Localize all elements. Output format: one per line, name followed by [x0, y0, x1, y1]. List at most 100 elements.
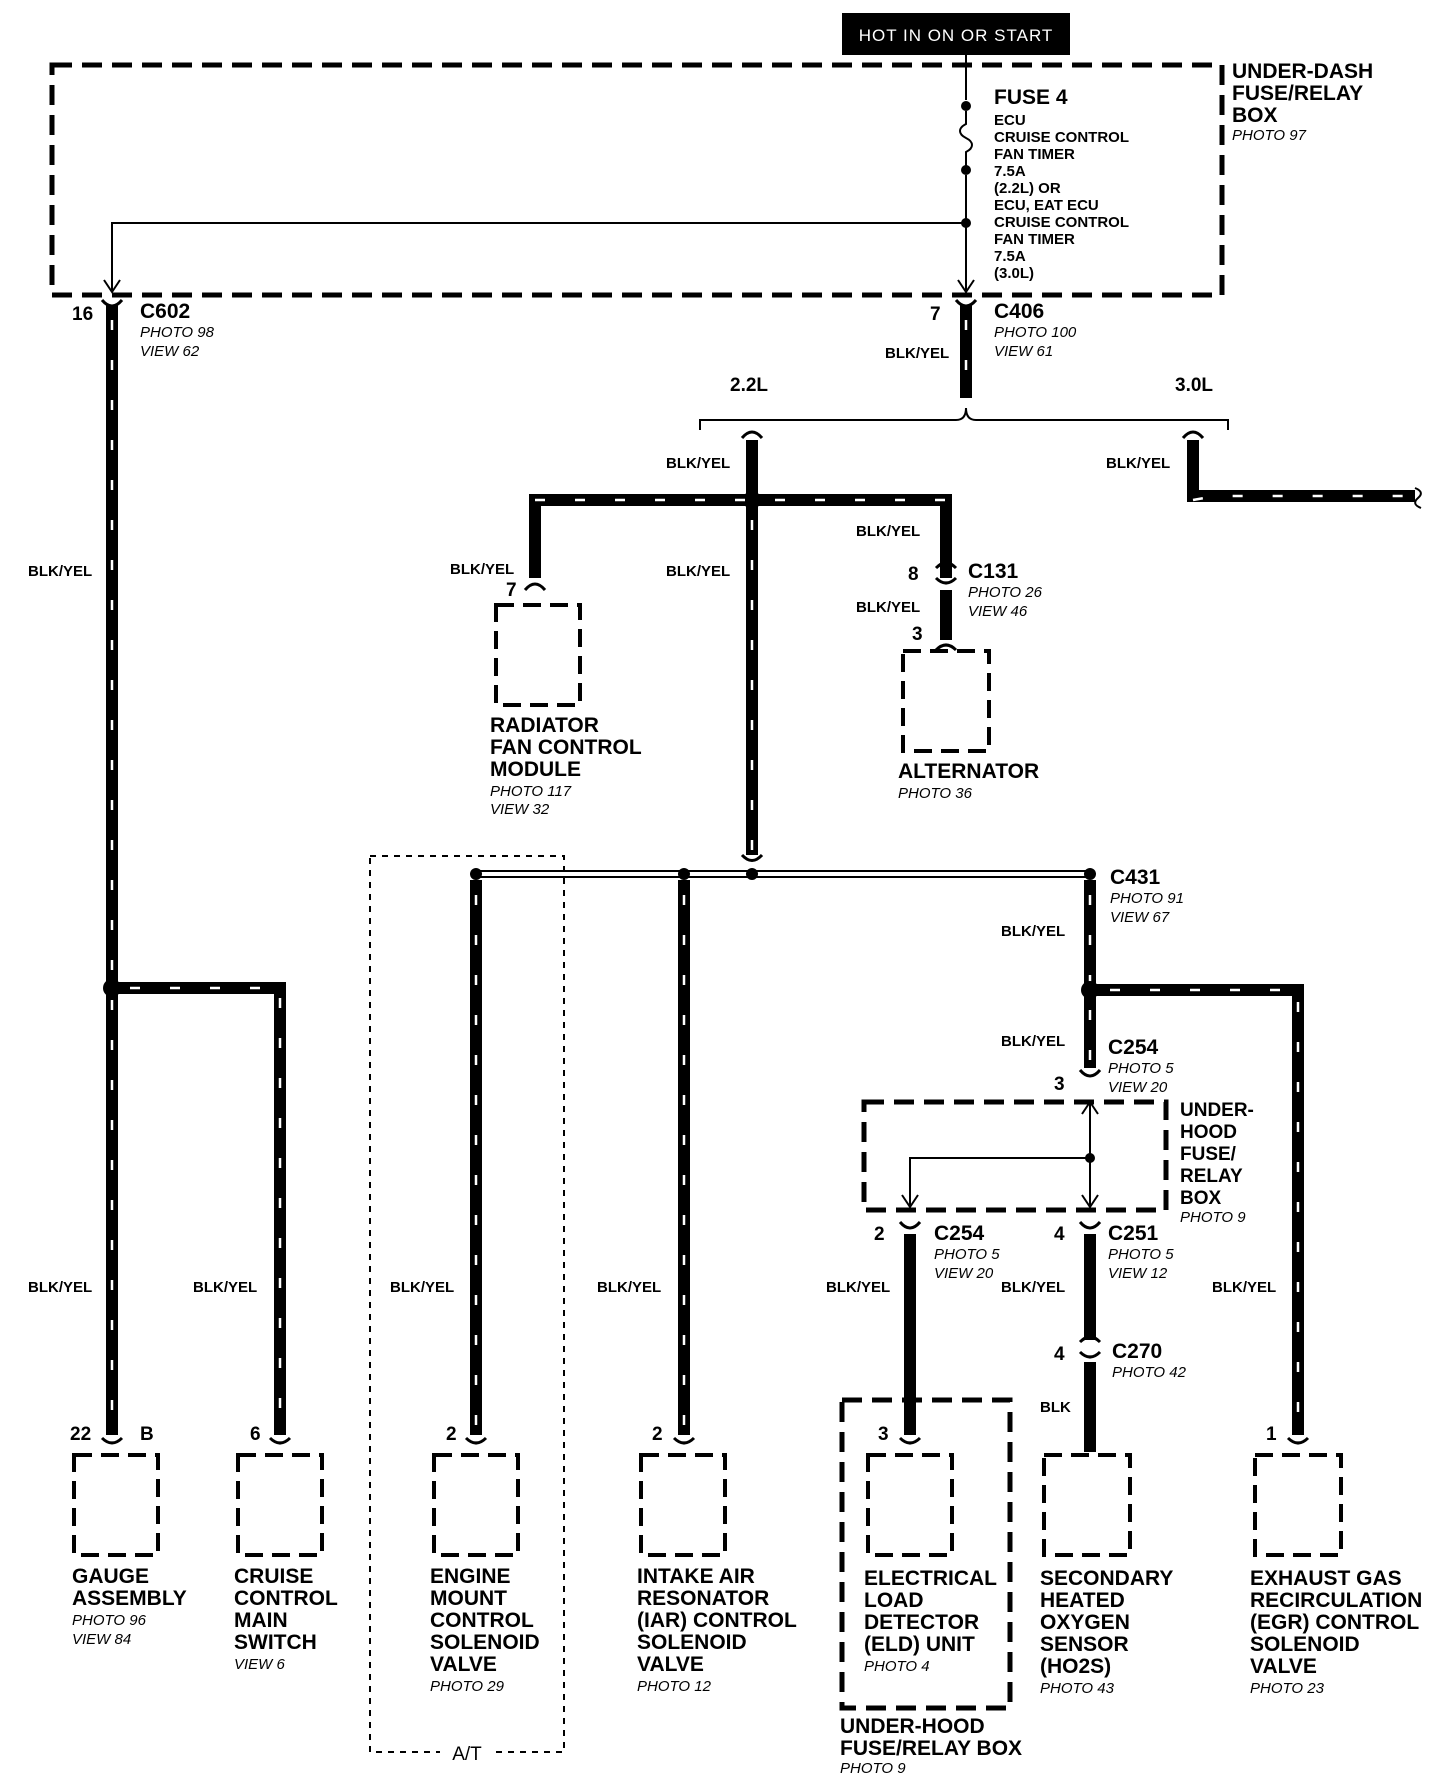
engine-option-bracket [699, 407, 1229, 430]
svg-text:VIEW 62: VIEW 62 [140, 343, 200, 360]
svg-text:PHOTO 43: PHOTO 43 [1040, 1680, 1115, 1697]
cruise-switch-box [236, 1453, 324, 1557]
svg-text:BLK/YEL: BLK/YEL [28, 1279, 92, 1296]
svg-text:BLK/YEL: BLK/YEL [1001, 923, 1065, 940]
svg-text:VIEW 20: VIEW 20 [1108, 1079, 1168, 1096]
svg-text:BLK/YEL: BLK/YEL [856, 599, 920, 616]
svg-text:BLK/YEL: BLK/YEL [390, 1279, 454, 1296]
svg-text:FUSE/: FUSE/ [1180, 1144, 1237, 1165]
svg-text:FUSE/RELAY: FUSE/RELAY [1232, 82, 1363, 105]
wire-cruise-branch [112, 982, 286, 1435]
svg-text:EXHAUST GAS: EXHAUST GAS [1250, 1567, 1402, 1590]
connector-c602: 16 C602 PHOTO 98 VIEW 62 [72, 300, 215, 360]
svg-text:(IAR) CONTROL: (IAR) CONTROL [637, 1609, 797, 1632]
svg-text:16: 16 [72, 304, 93, 325]
svg-text:VIEW 12: VIEW 12 [1108, 1265, 1168, 1282]
under-hood-box-title: UNDER- HOOD FUSE/ RELAY BOX PHOTO 9 [1180, 1100, 1254, 1226]
svg-text:BOX: BOX [1232, 104, 1278, 127]
secondary-ho2s: SECONDARY HEATED OXYGEN SENSOR (HO2S) PH… [1040, 1567, 1173, 1697]
svg-text:C131: C131 [968, 560, 1019, 583]
svg-text:PHOTO 117: PHOTO 117 [490, 783, 572, 800]
svg-text:BOX: BOX [1180, 1188, 1222, 1209]
svg-text:VIEW 32: VIEW 32 [490, 801, 550, 818]
svg-text:PHOTO 98: PHOTO 98 [140, 324, 215, 341]
svg-text:PHOTO 9: PHOTO 9 [840, 1760, 906, 1777]
svg-text:MAIN: MAIN [234, 1609, 288, 1632]
svg-text:2: 2 [874, 1224, 885, 1245]
svg-text:VIEW 61: VIEW 61 [994, 343, 1053, 360]
svg-text:7.5A: 7.5A [994, 163, 1026, 180]
svg-text:BLK/YEL: BLK/YEL [193, 1279, 257, 1296]
svg-text:(EGR) CONTROL: (EGR) CONTROL [1250, 1611, 1419, 1634]
svg-text:ALTERNATOR: ALTERNATOR [898, 760, 1039, 783]
svg-text:OXYGEN: OXYGEN [1040, 1611, 1130, 1634]
radiator-fan-module-box [494, 603, 582, 707]
svg-text:BLK/YEL: BLK/YEL [1106, 455, 1170, 472]
svg-text:BLK/YEL: BLK/YEL [1001, 1279, 1065, 1296]
svg-text:PHOTO 91: PHOTO 91 [1110, 890, 1184, 907]
svg-text:2.2L: 2.2L [730, 375, 768, 396]
connector-c131: 8 3 C131 PHOTO 26 VIEW 46 [908, 560, 1043, 645]
svg-text:FUSE/RELAY BOX: FUSE/RELAY BOX [840, 1737, 1022, 1760]
svg-text:MOUNT: MOUNT [430, 1587, 507, 1610]
alternator-box [901, 649, 991, 753]
svg-text:VIEW 67: VIEW 67 [1110, 909, 1170, 926]
svg-text:SOLENOID: SOLENOID [430, 1631, 540, 1654]
svg-text:4: 4 [1054, 1224, 1065, 1245]
svg-text:SECONDARY: SECONDARY [1040, 1567, 1173, 1590]
svg-text:BLK/YEL: BLK/YEL [885, 345, 949, 362]
connector-c254-in: 3 C254 PHOTO 5 VIEW 20 [1054, 1036, 1174, 1096]
eld-box [866, 1453, 954, 1557]
svg-text:PHOTO 42: PHOTO 42 [1112, 1364, 1187, 1381]
connector-c406: 7 C406 PHOTO 100 VIEW 61 [930, 300, 1077, 360]
engine-mount-solenoid: 2 ENGINE MOUNT CONTROL SOLENOID VALVE PH… [430, 1424, 540, 1695]
svg-text:VIEW 46: VIEW 46 [968, 603, 1028, 620]
svg-text:C270: C270 [1112, 1340, 1162, 1363]
svg-text:BLK/YEL: BLK/YEL [1212, 1279, 1276, 1296]
gauge-assembly-box [72, 1453, 160, 1557]
svg-text:HOOD: HOOD [1180, 1122, 1237, 1143]
svg-text:RESONATOR: RESONATOR [637, 1587, 769, 1610]
svg-text:2: 2 [652, 1424, 663, 1445]
svg-text:ECU, EAT ECU: ECU, EAT ECU [994, 197, 1099, 214]
cruise-control-main-switch: 6 CRUISE CONTROL MAIN SWITCH VIEW 6 [234, 1424, 338, 1673]
svg-text:7: 7 [930, 304, 941, 325]
svg-text:PHOTO 36: PHOTO 36 [898, 785, 973, 802]
eld-unit: 3 ELECTRICAL LOAD DETECTOR (ELD) UNIT PH… [864, 1424, 997, 1675]
svg-text:UNDER-: UNDER- [1180, 1100, 1254, 1121]
under-hood-fuse-box [861, 1099, 1169, 1213]
power-label: HOT IN ON OR START [859, 26, 1054, 45]
svg-text:C431: C431 [1110, 866, 1161, 889]
svg-text:GAUGE: GAUGE [72, 1565, 149, 1588]
svg-text:PHOTO 12: PHOTO 12 [637, 1678, 712, 1695]
svg-text:C254: C254 [934, 1222, 985, 1245]
eld-under-hood-box-label: UNDER-HOOD FUSE/RELAY BOX PHOTO 9 [840, 1715, 1022, 1777]
svg-text:PHOTO 96: PHOTO 96 [72, 1612, 147, 1629]
svg-text:1: 1 [1266, 1424, 1277, 1445]
svg-text:SWITCH: SWITCH [234, 1631, 317, 1654]
under-dash-box-title: UNDER-DASH FUSE/RELAY BOX PHOTO 97 [1232, 60, 1373, 144]
connector-c431: C431 PHOTO 91 VIEW 67 [1110, 866, 1184, 926]
svg-text:BLK/YEL: BLK/YEL [856, 523, 920, 540]
under-dash-fuse-box [49, 62, 1225, 298]
engine-mount-box [432, 1453, 520, 1557]
svg-text:VALVE: VALVE [430, 1653, 497, 1676]
svg-text:BLK/YEL: BLK/YEL [826, 1279, 890, 1296]
svg-text:ASSEMBLY: ASSEMBLY [72, 1587, 187, 1610]
svg-text:SOLENOID: SOLENOID [1250, 1633, 1360, 1656]
svg-text:BLK/YEL: BLK/YEL [450, 561, 514, 578]
svg-text:HEATED: HEATED [1040, 1589, 1125, 1612]
at-box [369, 855, 565, 1753]
eld-outer-box [839, 1397, 1013, 1711]
svg-text:INTAKE AIR: INTAKE AIR [637, 1565, 755, 1588]
svg-text:FAN TIMER: FAN TIMER [994, 146, 1075, 163]
svg-text:8: 8 [908, 564, 919, 585]
iar-box [639, 1453, 727, 1557]
svg-text:VIEW 84: VIEW 84 [72, 1631, 131, 1648]
svg-text:ELECTRICAL: ELECTRICAL [864, 1567, 997, 1590]
svg-text:UNDER-DASH: UNDER-DASH [1232, 60, 1373, 83]
svg-text:C254: C254 [1108, 1036, 1159, 1059]
alternator: ALTERNATOR PHOTO 36 [898, 760, 1039, 802]
